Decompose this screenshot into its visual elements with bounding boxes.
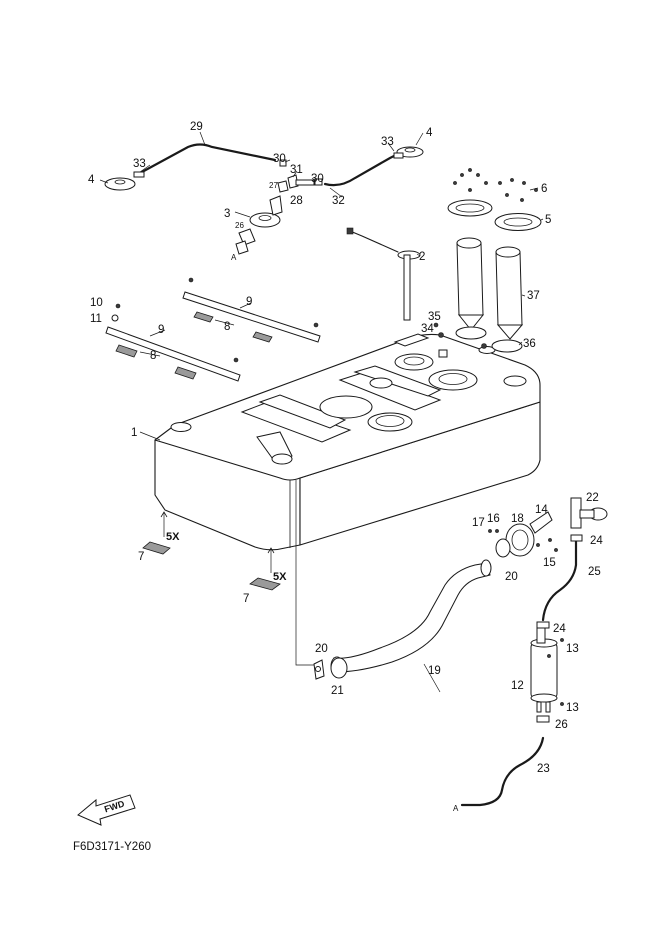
charcoal-canister bbox=[530, 627, 558, 713]
hose-clamp-lower bbox=[313, 657, 348, 680]
callout-12: 12 bbox=[511, 680, 524, 692]
callout-8-upper: 8 bbox=[224, 321, 230, 333]
fitting-left bbox=[104, 171, 145, 191]
hose-23 bbox=[460, 736, 545, 807]
callout-30-left: 30 bbox=[273, 153, 286, 165]
callout-7-right: 7 bbox=[243, 593, 249, 605]
callout-13-upper: 13 bbox=[566, 643, 579, 655]
hose-end-label-upper: A bbox=[231, 253, 237, 262]
multiplier-label-left: 5X bbox=[166, 531, 180, 543]
callout-4-right: 4 bbox=[426, 127, 433, 139]
filler-neck-assembly bbox=[488, 511, 558, 558]
filler-guide-line bbox=[295, 480, 314, 666]
tank-strap-lower bbox=[105, 303, 241, 382]
callout-7-left: 7 bbox=[138, 551, 144, 563]
vent-valve-22 bbox=[570, 497, 608, 529]
fitting-right bbox=[393, 146, 424, 159]
callout-22: 22 bbox=[586, 492, 599, 504]
hose-end-label-lower: A bbox=[453, 804, 459, 813]
callout-1: 1 bbox=[131, 427, 137, 439]
callout-9-upper: 9 bbox=[246, 296, 252, 308]
callout-20-upper: 20 bbox=[505, 571, 518, 583]
callout-25: 25 bbox=[588, 566, 601, 578]
callout-24-lower: 24 bbox=[553, 623, 566, 635]
callout-35: 35 bbox=[428, 311, 441, 323]
clamp-34 bbox=[438, 332, 444, 338]
tank-flange-right bbox=[394, 353, 478, 391]
fuel-pump-left bbox=[447, 199, 493, 340]
filler-hose-19 bbox=[330, 559, 492, 676]
callout-33-left: 33 bbox=[133, 158, 146, 170]
callout-5: 5 bbox=[545, 214, 551, 226]
callout-17: 17 bbox=[472, 517, 485, 529]
callout-27: 27 bbox=[269, 181, 278, 190]
rollover-valve-assembly: A bbox=[231, 159, 323, 262]
callout-10: 10 bbox=[90, 297, 103, 309]
callout-18: 18 bbox=[511, 513, 524, 525]
callout-28: 28 bbox=[290, 195, 303, 207]
callout-37: 37 bbox=[527, 290, 540, 302]
vent-hose-29 bbox=[140, 143, 277, 174]
callout-8-lower: 8 bbox=[150, 350, 156, 362]
callout-36: 36 bbox=[523, 338, 536, 350]
callout-23: 23 bbox=[537, 763, 550, 775]
vent-hose-32 bbox=[323, 150, 404, 187]
callout-30-right: 30 bbox=[311, 173, 324, 185]
multiplier-label-right: 5X bbox=[273, 571, 287, 583]
leader-lines bbox=[99, 131, 544, 693]
callout-19: 19 bbox=[428, 665, 441, 677]
callout-4-left: 4 bbox=[88, 174, 95, 186]
callout-31: 31 bbox=[290, 164, 303, 176]
callout-16: 16 bbox=[487, 513, 500, 525]
callout-11: 11 bbox=[90, 313, 102, 325]
hose-clips bbox=[536, 534, 583, 723]
screw-35 bbox=[433, 322, 439, 328]
drawing-code: F6D3171-Y260 bbox=[73, 841, 151, 853]
callout-34: 34 bbox=[421, 323, 434, 335]
forward-direction-arrow: FWD bbox=[77, 794, 136, 826]
fuel-level-sender bbox=[346, 227, 421, 321]
fuel-tank bbox=[154, 333, 541, 551]
hose-25 bbox=[541, 538, 578, 622]
callout-6: 6 bbox=[541, 183, 547, 195]
callout-15: 15 bbox=[543, 557, 556, 569]
callout-13-lower: 13 bbox=[566, 702, 579, 714]
callout-3: 3 bbox=[224, 208, 230, 220]
callout-29: 29 bbox=[190, 121, 203, 133]
callout-9-lower: 9 bbox=[158, 324, 164, 336]
callout-20-lower: 20 bbox=[315, 643, 328, 655]
fuel-pump-right bbox=[491, 213, 542, 353]
mounting-pad-left bbox=[142, 511, 171, 555]
callout-14: 14 bbox=[535, 504, 548, 516]
tank-strap-upper bbox=[182, 277, 321, 343]
callout-2: 2 bbox=[419, 251, 425, 263]
callout-32: 32 bbox=[332, 195, 345, 207]
callout-26-lower: 26 bbox=[555, 719, 568, 731]
mounting-pad-right bbox=[249, 547, 281, 591]
callout-33-right: 33 bbox=[381, 136, 394, 148]
callout-labels: 29 33 4 33 4 30 30 31 27 28 32 3 26 2 6 … bbox=[88, 121, 603, 775]
callout-24-upper: 24 bbox=[590, 535, 603, 547]
tank-flange-left bbox=[367, 412, 413, 432]
screw-set-6 bbox=[453, 168, 538, 202]
callout-26-upper: 26 bbox=[235, 221, 244, 230]
callout-21: 21 bbox=[331, 685, 344, 697]
